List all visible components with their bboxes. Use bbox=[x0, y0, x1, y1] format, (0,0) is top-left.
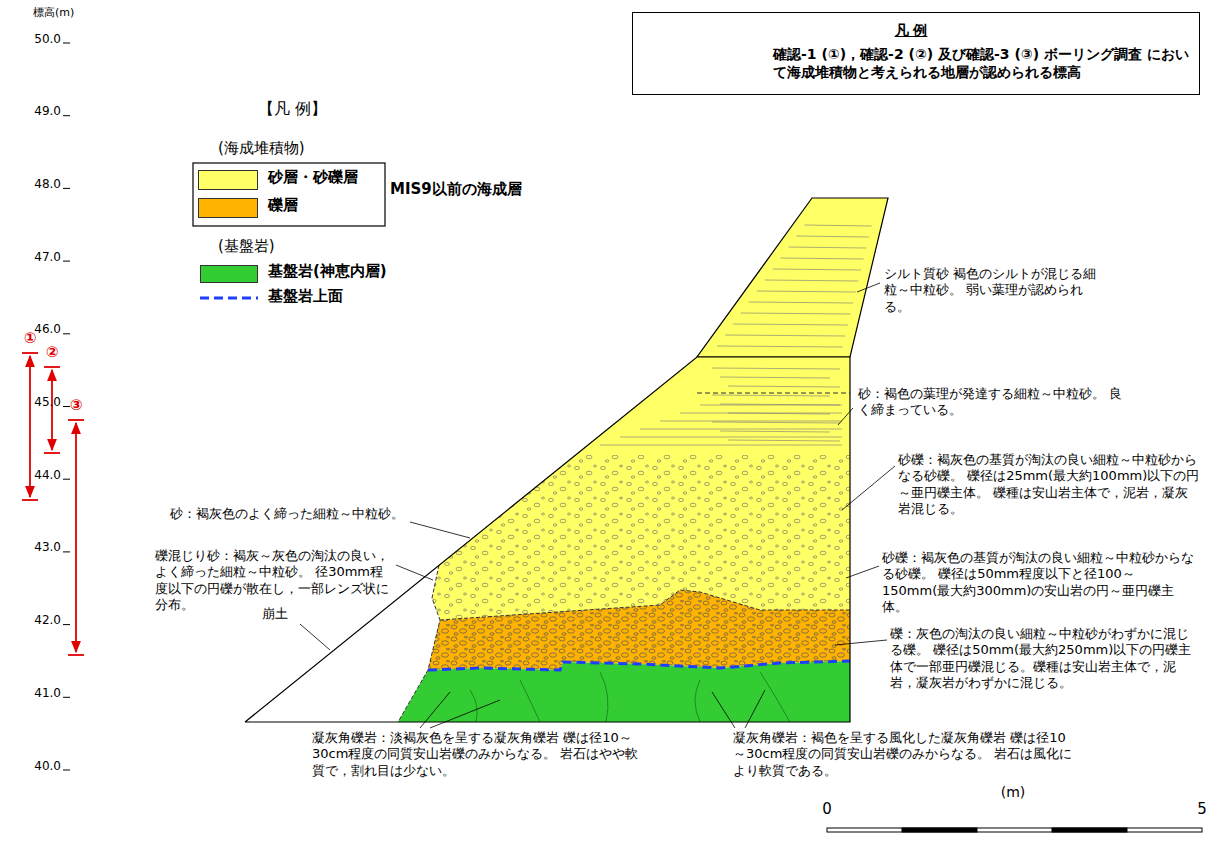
axis-tick-label: 44.0 bbox=[34, 468, 61, 483]
legend-text: 砂層・砂礫層 bbox=[268, 168, 358, 187]
lamination bbox=[728, 386, 840, 387]
axis-tick-label: 40.0 bbox=[34, 759, 61, 774]
axis-tick bbox=[63, 188, 70, 189]
axis-tick bbox=[63, 770, 70, 771]
layer-description: 凝灰角礫岩：淡褐灰色を呈する凝灰角礫岩 礫は径10～30cm程度の同質安山岩礫の… bbox=[312, 730, 647, 779]
lamination bbox=[660, 421, 842, 422]
legend-heading: 【凡 例】 bbox=[258, 99, 327, 119]
axis-tick-label: 41.0 bbox=[34, 686, 61, 701]
lamination bbox=[717, 346, 843, 347]
lamination bbox=[600, 445, 842, 446]
legend-group-label: (基盤岩) bbox=[218, 237, 275, 256]
legend-note: MIS9以前の海成層 bbox=[390, 180, 522, 199]
layer-description: 砂：褐灰色のよく締った細粒～中粒砂。 bbox=[170, 506, 410, 522]
lamination bbox=[700, 405, 842, 406]
axis-tick bbox=[63, 43, 70, 44]
lamination bbox=[712, 422, 840, 423]
axis-tick-label: 47.0 bbox=[34, 250, 61, 265]
axis-tick-label: 42.0 bbox=[34, 613, 61, 628]
axis-tick bbox=[63, 333, 70, 334]
legend-heading: 凡 例 bbox=[633, 21, 1189, 39]
axis-tick bbox=[63, 479, 70, 480]
legend-description: 確認-1 (①)，確認-2 (②) 及び確認-3 (③) ボーリング調査 におい… bbox=[773, 45, 1189, 81]
layer-description: 礫：灰色の淘汰の良い細粒～中粒砂がわずかに混じる礫。 礫径は50mm(最大約25… bbox=[890, 626, 1198, 691]
lamination bbox=[781, 258, 864, 259]
layer-description: 砂：褐色の葉理が発達する細粒～中粒砂。 良く締まっている。 bbox=[858, 386, 1133, 419]
axis-tick bbox=[63, 697, 70, 698]
layer-description: 凝灰角礫岩：褐色を呈する風化した凝灰角礫岩 礫は径10～30cm程度の同質安山岩… bbox=[733, 730, 1073, 779]
lamination bbox=[804, 225, 871, 226]
callout-number: ③ bbox=[70, 396, 83, 415]
legend-box: 凡 例確認-1 (①)，確認-2 (②) 及び確認-3 (③) ボーリング調査 … bbox=[632, 12, 1200, 95]
legend-swatch bbox=[200, 265, 258, 283]
lamination bbox=[757, 291, 856, 292]
legend-line-sample bbox=[200, 292, 258, 304]
scale-label: 5 bbox=[1197, 800, 1207, 819]
legend-text: 基盤岩上面 bbox=[268, 287, 343, 306]
scale-label: (m) bbox=[1001, 784, 1026, 802]
axis-tick-label: 50.0 bbox=[34, 32, 61, 47]
callout-number: ② bbox=[46, 343, 59, 362]
layer-description: 礫混じり砂：褐灰～灰色の淘汰の良い，よく締った細粒～中粒砂。 径30mm程度以下… bbox=[155, 548, 393, 613]
lamination bbox=[789, 247, 867, 248]
axis-tick bbox=[63, 551, 70, 552]
lamination bbox=[680, 413, 842, 414]
layer-description: 崩土 bbox=[262, 606, 288, 622]
layer-description: シルト質砂 褐色のシルトが混じる細粒～中粒砂。 弱い葉理が認められる。 bbox=[884, 266, 1109, 315]
lamination bbox=[749, 302, 853, 303]
legend-swatch bbox=[198, 170, 258, 190]
legend-text: 基盤岩(神恵内層) bbox=[268, 262, 387, 281]
lamination bbox=[797, 236, 869, 237]
legend-swatch bbox=[198, 198, 258, 218]
lamination bbox=[773, 269, 861, 270]
axis-tick bbox=[63, 261, 70, 262]
layer-description: 砂礫：褐灰色の基質が淘汰の良い細粒～中粒砂からなる砂礫。 礫径は25mm(最大約… bbox=[898, 452, 1200, 517]
lamination bbox=[712, 395, 830, 396]
axis-tick-label: 49.0 bbox=[34, 104, 61, 119]
lamination bbox=[765, 280, 859, 281]
axis-tick-label: 43.0 bbox=[34, 540, 61, 555]
layer-description: 砂礫：褐灰色の基質が淘汰の良い細粒～中粒砂からなる砂礫。 礫径は50mm程度以下… bbox=[882, 550, 1198, 615]
lamination bbox=[733, 324, 848, 325]
axis-tick bbox=[63, 406, 70, 407]
lamination bbox=[640, 429, 842, 430]
axis-tick-label: 48.0 bbox=[34, 177, 61, 192]
scale-label: 0 bbox=[822, 800, 832, 819]
axis-tick-label: 46.0 bbox=[34, 322, 61, 337]
lamination bbox=[720, 431, 830, 432]
lamination bbox=[725, 335, 845, 336]
axis-title: 標高(m) bbox=[33, 6, 74, 20]
lamination bbox=[741, 313, 851, 314]
legend-group-label: (海成堆積物) bbox=[218, 139, 305, 158]
lamination bbox=[720, 377, 830, 378]
callout-number: ① bbox=[24, 329, 37, 348]
lamination bbox=[620, 437, 842, 438]
axis-tick-label: 45.0 bbox=[34, 395, 61, 410]
lamination bbox=[728, 440, 840, 441]
axis-tick bbox=[63, 624, 70, 625]
lamination bbox=[712, 368, 840, 369]
axis-tick bbox=[63, 115, 70, 116]
legend-text: 礫層 bbox=[268, 196, 298, 215]
